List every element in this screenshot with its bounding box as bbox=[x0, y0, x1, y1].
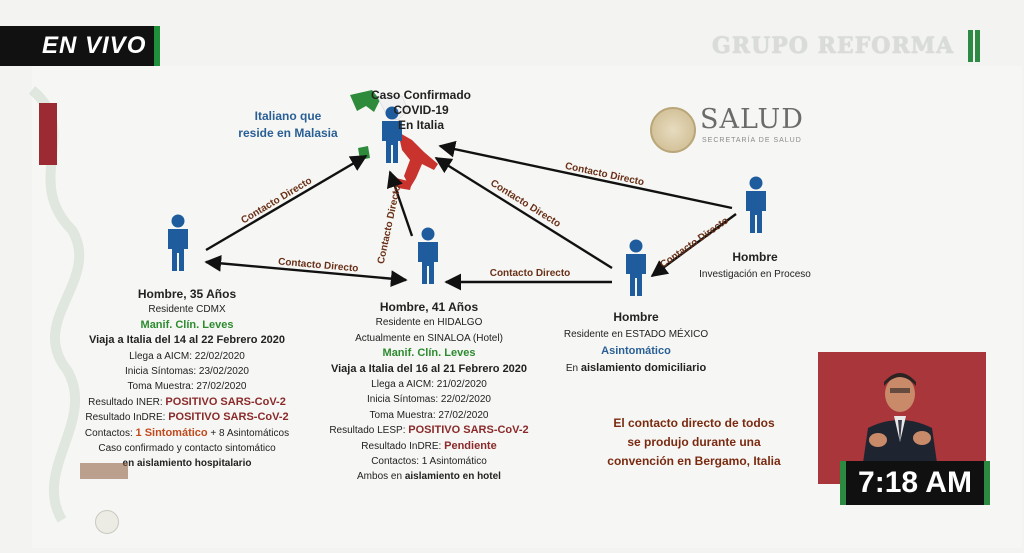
arrow-p4-p3 bbox=[650, 213, 737, 277]
link-label-1: Contacto Directo bbox=[239, 175, 314, 226]
arrow-p2-center bbox=[386, 170, 414, 237]
person-3-title: Hombre bbox=[613, 310, 659, 324]
arrow-p1-center bbox=[205, 154, 368, 252]
live-badge: EN VIVO bbox=[0, 26, 160, 66]
salud-title: SALUD bbox=[700, 104, 804, 135]
person-1-info: Hombre, 35 Años Residente CDMX Manif. Cl… bbox=[58, 287, 316, 472]
note-text: El contacto directo de todos se produjo … bbox=[607, 416, 781, 468]
person-4-icon bbox=[746, 176, 766, 233]
map-tag bbox=[400, 197, 436, 207]
person-4-title: Hombre bbox=[732, 250, 778, 264]
eagle-seal-icon bbox=[650, 107, 696, 153]
person-1-icon bbox=[168, 214, 188, 271]
stamp-icon bbox=[80, 463, 128, 479]
center-case-label: Caso Confirmado COVID-19 En Italia bbox=[370, 88, 471, 132]
brand-bars-icon bbox=[968, 30, 988, 62]
person-3-icon bbox=[626, 239, 646, 296]
person-3-info: Hombre Residente en ESTADO MÉXICO Asinto… bbox=[538, 309, 734, 377]
clock-overlay: 7:18 AM bbox=[840, 461, 990, 505]
link-label-4: Contacto Directo bbox=[490, 268, 571, 279]
salud-subtitle: SECRETARÍA DE SALUD bbox=[702, 137, 802, 144]
seal-icon bbox=[95, 510, 119, 534]
arrow-p3-center bbox=[434, 156, 613, 270]
person-2-info: Hombre, 41 Años Residente en HIDALGO Act… bbox=[300, 300, 558, 485]
side-tab bbox=[39, 103, 57, 165]
person-1-title: Hombre, 35 Años bbox=[137, 287, 237, 301]
arrow-p1-p2 bbox=[204, 254, 408, 288]
arrow-p4-center bbox=[438, 140, 733, 210]
italy-map-icon bbox=[350, 90, 438, 190]
person-4-info: Hombre Investigación en Proceso bbox=[680, 249, 830, 283]
person-2-icon bbox=[418, 227, 438, 284]
italiano-label: Italiano que reside en Malasia bbox=[238, 109, 338, 140]
link-label-5: Contacto Directo bbox=[488, 178, 562, 230]
brand-logo: GRUPO REFORMA bbox=[712, 33, 955, 59]
person-2-title: Hombre, 41 Años bbox=[379, 300, 479, 314]
